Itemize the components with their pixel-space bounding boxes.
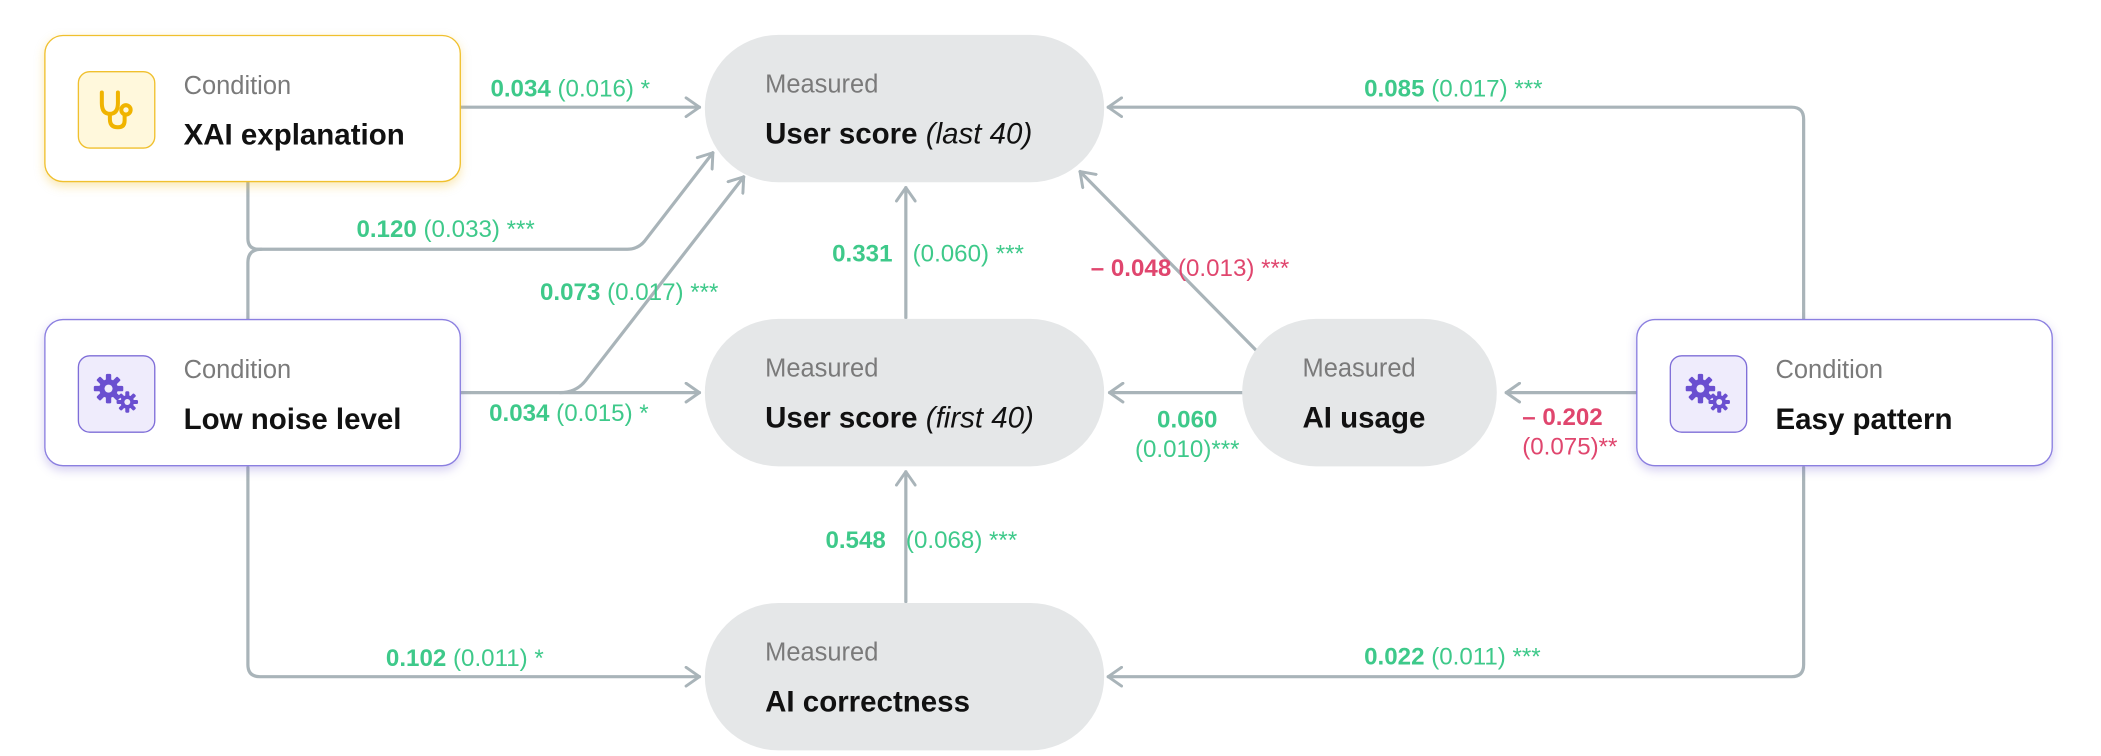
node-name-text: User score	[765, 116, 918, 151]
link-noise-to-xai-path	[246, 247, 263, 321]
edge-coefficient: 0.102	[385, 644, 447, 672]
arrow-easy-to-ai-correctness	[1106, 466, 1806, 677]
edge-standard-error: (0.016) *	[557, 75, 651, 102]
condition-node-easy-pattern: Condition Easy pattern	[1636, 318, 2053, 467]
node-name-label: User score (last 40)	[765, 117, 1032, 152]
measured-node-ai-correctness: Measured AI correctness	[704, 603, 1105, 751]
edge-label-usage-to-score-last: – 0.048 (0.013) ***	[1091, 253, 1290, 282]
condition-node-xai-explanation: Condition XAI explanation	[44, 34, 461, 183]
arrow-easy-to-score-last	[1106, 107, 1806, 321]
measured-node-ai-usage: Measured AI usage	[1242, 318, 1497, 467]
node-kind-label: Condition	[183, 356, 292, 385]
node-kind-label: Measured	[765, 355, 879, 384]
edge-label-noise-to-score-first: 0.034 (0.015) *	[489, 398, 649, 427]
arrow-noise-to-score-last	[558, 175, 746, 395]
node-name-text: User score	[765, 400, 918, 435]
arrow-noise-to-ai-correctness	[246, 466, 702, 677]
edge-standard-error: (0.017) ***	[1431, 75, 1543, 102]
edge-label-easy-to-score-last: 0.085 (0.017) ***	[1364, 74, 1542, 103]
edge-standard-error: (0.075)**	[1522, 432, 1618, 460]
edge-coefficient: 0.331	[832, 239, 893, 267]
edge-label-easy-to-ai-usage: – 0.202(0.075)**	[1522, 402, 1617, 461]
node-kind-label: Measured	[765, 639, 879, 668]
node-qualifier: (first 40)	[925, 400, 1034, 435]
node-qualifier: (last 40)	[925, 116, 1033, 151]
edge-standard-error: (0.011) ***	[1431, 643, 1541, 670]
edge-label-noise-to-score-last: 0.073 (0.017) ***	[540, 277, 718, 306]
node-name-label: XAI explanation	[183, 117, 405, 152]
edge-standard-error: (0.011) *	[453, 644, 544, 672]
measured-node-user-score-first-40: Measured User score (first 40)	[704, 318, 1105, 467]
node-name-label: Easy pattern	[1775, 402, 1953, 436]
edge-coefficient: 0.548	[825, 526, 886, 554]
edge-standard-error: (0.033) ***	[423, 215, 535, 243]
edge-standard-error: (0.017) ***	[607, 278, 719, 306]
edge-coefficient: 0.022	[1364, 643, 1425, 670]
edge-label-easy-to-ai-correctness: 0.022 (0.011) ***	[1364, 642, 1541, 671]
edge-coefficient: – 0.048	[1090, 254, 1172, 282]
node-kind-label: Condition	[183, 72, 292, 101]
edge-label-noise-to-ai-correctness: 0.102 (0.011) *	[386, 643, 544, 672]
node-name-label: AI usage	[1302, 400, 1426, 435]
node-name-label: User score (first 40)	[765, 401, 1034, 436]
edge-coefficient: 0.073	[540, 278, 601, 306]
node-kind-label: Measured	[1302, 355, 1416, 384]
edge-label-correctness-to-score-first: 0.548 (0.068) ***	[825, 525, 1017, 554]
measured-node-user-score-last-40: Measured User score (last 40)	[704, 34, 1105, 183]
gears-icon	[1669, 355, 1748, 433]
gears-icon	[77, 355, 156, 433]
edge-coefficient: – 0.202	[1522, 403, 1603, 431]
edge-coefficient: 0.034	[490, 75, 551, 102]
node-name-label: Low noise level	[183, 402, 402, 436]
stethoscope-icon	[77, 71, 156, 149]
edge-standard-error: (0.013) ***	[1177, 254, 1290, 282]
node-name-label: AI correctness	[765, 684, 970, 719]
condition-node-low-noise-level: Condition Low noise level	[44, 318, 461, 467]
edge-coefficient: 0.060	[1157, 406, 1218, 433]
edge-label-xai-to-score-first: 0.120 (0.033) ***	[356, 214, 534, 243]
edge-coefficient: 0.034	[489, 399, 550, 427]
node-kind-label: Condition	[1775, 356, 1884, 385]
edge-standard-error: (0.068) ***	[905, 526, 1018, 554]
arrow-usage-to-score-last	[1078, 169, 1259, 353]
node-kind-label: Measured	[765, 71, 879, 100]
edge-label-xai-to-score-last: 0.034 (0.016) *	[490, 74, 650, 103]
edge-standard-error: (0.010)***	[1134, 435, 1240, 463]
edge-label-usage-to-score-first: 0.060(0.010)***	[1131, 405, 1244, 464]
edge-standard-error: (0.060) ***	[912, 239, 1024, 267]
edge-coefficient: 0.120	[356, 215, 417, 243]
edge-coefficient: 0.085	[1364, 75, 1425, 102]
edge-standard-error: (0.015) *	[556, 399, 649, 427]
arrow-xai-to-score-first	[246, 151, 715, 251]
edge-label-first-to-score-last: 0.331 (0.060) ***	[832, 239, 1024, 268]
